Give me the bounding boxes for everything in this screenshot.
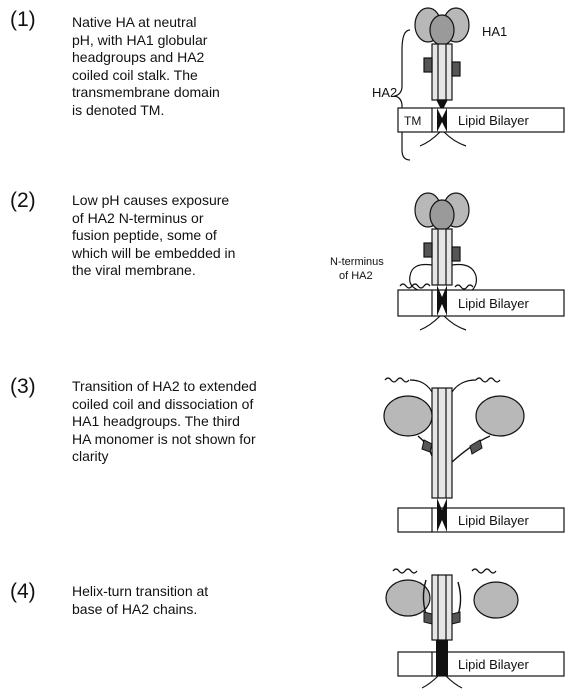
description-line: transmembrane domain [72,84,332,102]
step-number: (2) [10,189,36,213]
label-lipid-bilayer: Lipid Bilayer [458,513,529,528]
step-4: (4) Helix-turn transition at base of HA2… [0,555,566,692]
description-line: the viral membrane. [72,262,332,280]
step-description: Transition of HA2 to extended coiled coi… [72,378,332,466]
ha2-stalk [432,575,452,640]
step-number: (4) [10,580,36,604]
step-2: (2) Low pH causes exposure of HA2 N-term… [0,185,566,340]
step-description: Low pH causes exposure of HA2 N-terminus… [72,192,332,280]
label-lipid-bilayer: Lipid Bilayer [458,296,529,311]
label-lipid-bilayer: Lipid Bilayer [458,657,529,672]
label-ha2: HA2 [372,85,397,100]
label-lipid-bilayer: Lipid Bilayer [458,113,529,128]
description-line: of HA2 N-terminus or [72,210,332,228]
ha1-headgroup-right [476,396,524,436]
step-3: (3) Transition of HA2 to extended coiled… [0,365,566,535]
description-line: coiled coil and dissociation of [72,396,332,414]
description-line: Native HA at neutral [72,14,332,32]
step-1: (1) Native HA at neutral pH, with HA1 gl… [0,0,566,170]
transmembrane-domain [436,640,448,676]
description-line: coiled coil stalk. The [72,67,332,85]
description-line: HA1 headgroups. The third [72,413,332,431]
description-line: pH, with HA1 globular [72,32,332,50]
description-line: which will be embedded in [72,245,332,263]
description-line: is denoted TM. [72,102,332,120]
ha1-headgroup-left [384,396,432,436]
description-line: HA monomer is not shown for [72,431,332,449]
description-line: base of HA2 chains. [72,601,332,619]
ha1-headgroup-right [474,582,518,618]
fusion-peptide-right [452,264,476,292]
ha1-headgroup [415,8,469,45]
description-line: Helix-turn transition at [72,583,332,601]
description-line: fusion peptide, some of [72,227,332,245]
fusion-peptide-left [410,264,432,290]
description-line: headgroups and HA2 [72,49,332,67]
description-line: Transition of HA2 to extended [72,378,332,396]
step-number: (1) [10,8,36,32]
label-ha1: HA1 [482,24,507,39]
ha-helix-turn-diagram: Lipid Bilayer [300,555,566,692]
label-tm: TM [404,114,421,128]
ha2-extended-coil [432,388,452,498]
description-line: Low pH causes exposure [72,192,332,210]
ha-extended-diagram: Lipid Bilayer [300,365,566,535]
ha-native-diagram: HA1 HA2 TM Lipid Bilayer [300,0,566,170]
ha2-stalk [424,44,460,110]
ha-low-ph-diagram: N-terminus of HA2 Lipid Bilayer [300,185,566,340]
description-line: clarity [72,448,332,466]
step-description: Helix-turn transition at base of HA2 cha… [72,583,332,618]
ha1-headgroup [415,193,469,230]
ha2-stalk [424,229,460,285]
label-n-terminus: N-terminus [330,256,384,268]
step-description: Native HA at neutral pH, with HA1 globul… [72,14,332,119]
label-of-ha2: of HA2 [339,270,373,282]
step-number: (3) [10,375,36,399]
